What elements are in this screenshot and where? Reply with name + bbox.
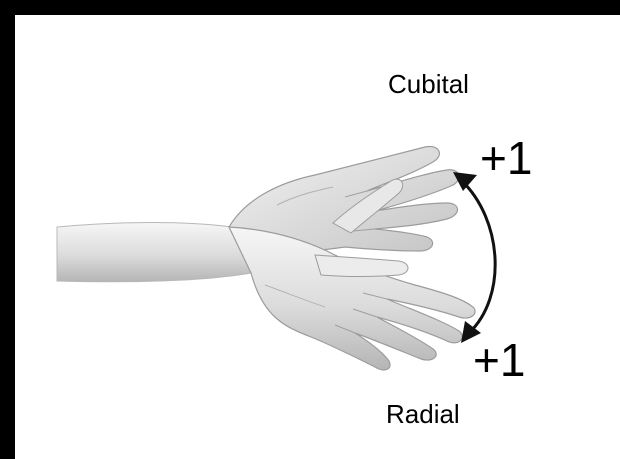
- forearm: [57, 223, 251, 282]
- radial-label: Radial: [386, 401, 460, 427]
- lower-score-label: +1: [473, 337, 525, 383]
- hand-illustration: [15, 15, 620, 459]
- hand-radial-position: [229, 227, 475, 370]
- upper-score-label: +1: [480, 135, 532, 181]
- cubital-label: Cubital: [388, 71, 469, 97]
- figure-panel: Cubital +1 +1 Radial: [15, 15, 620, 459]
